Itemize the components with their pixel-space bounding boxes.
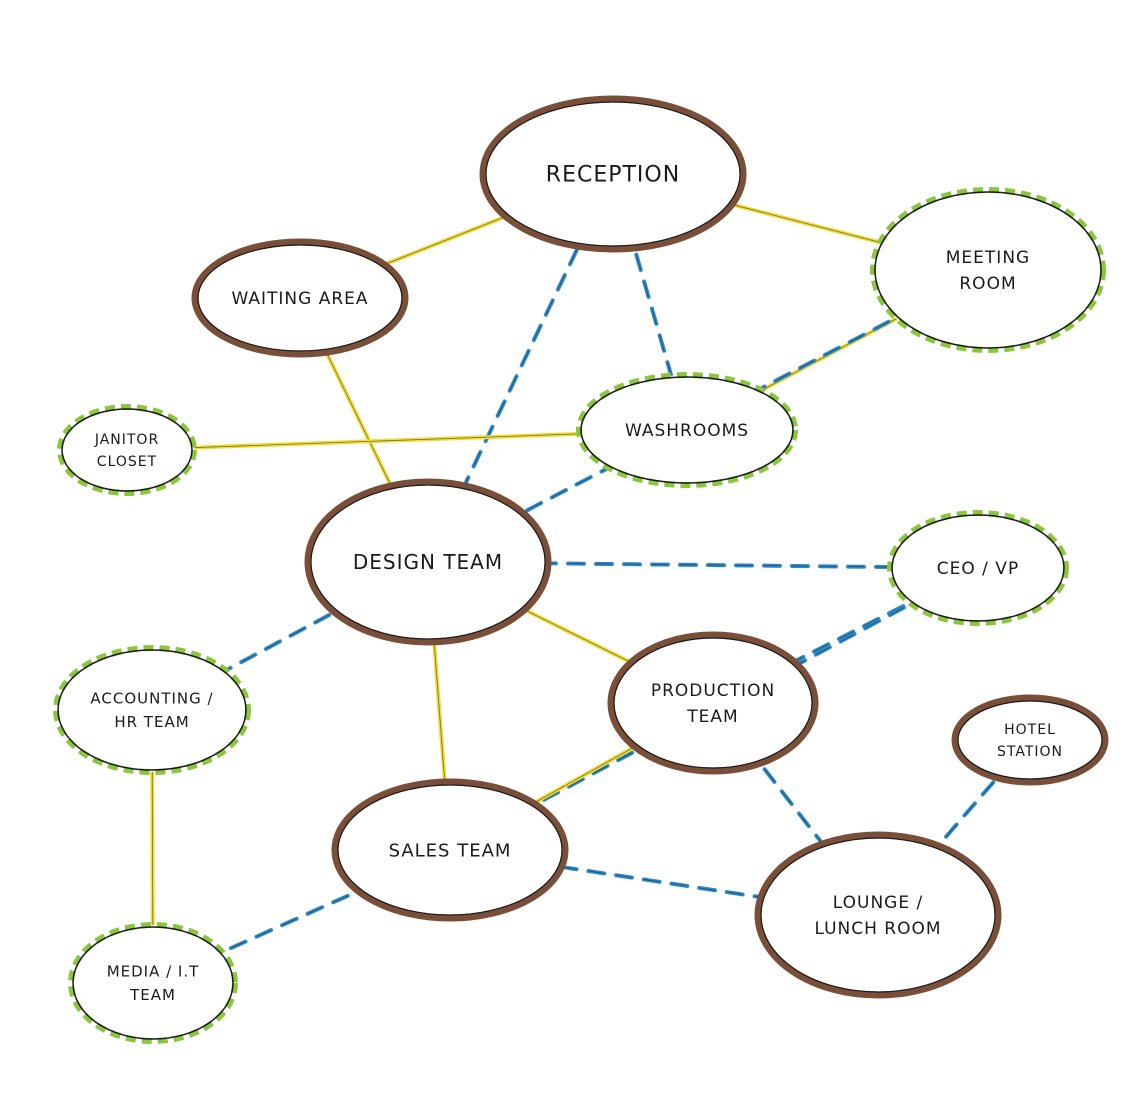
node-production[interactable]: PRODUCTION TEAM bbox=[607, 631, 819, 775]
node-lounge-outline bbox=[754, 831, 1002, 999]
node-washrooms-label-0: WASHROOMS bbox=[625, 421, 749, 441]
node-janitor-fill bbox=[60, 407, 194, 493]
node-lounge[interactable]: LOUNGE / LUNCH ROOM bbox=[754, 831, 1002, 999]
node-janitor[interactable]: JANITOR CLOSET bbox=[57, 404, 197, 496]
node-waiting-outline bbox=[191, 238, 409, 358]
node-meeting[interactable]: MEETING ROOM bbox=[870, 187, 1106, 353]
node-media[interactable]: MEDIA / I.T TEAM bbox=[68, 922, 238, 1044]
node-accounting-fill bbox=[56, 648, 248, 772]
node-design-ink bbox=[310, 484, 546, 640]
node-meeting-ink bbox=[874, 191, 1102, 349]
node-ceo-fill bbox=[890, 513, 1066, 623]
node-janitor-label-0: JANITOR bbox=[94, 432, 159, 448]
node-lounge-fill bbox=[758, 835, 998, 995]
node-washrooms-ink bbox=[580, 376, 794, 484]
node-reception-ink bbox=[485, 101, 741, 247]
node-ceo[interactable]: CEO / VP bbox=[887, 510, 1069, 626]
node-design[interactable]: DESIGN TEAM bbox=[304, 478, 552, 646]
node-media-ink bbox=[72, 926, 234, 1040]
node-waiting-label-0: WAITING AREA bbox=[231, 289, 368, 309]
link-core-ceo-production bbox=[712, 567, 979, 704]
node-accounting-label-0: ACCOUNTING / bbox=[90, 690, 213, 708]
node-hotel-fill bbox=[955, 698, 1105, 782]
node-sales-ink bbox=[337, 784, 563, 916]
node-washrooms-fill bbox=[579, 375, 795, 485]
node-janitor-label-1: CLOSET bbox=[97, 454, 157, 470]
node-design-outline bbox=[304, 478, 552, 646]
node-media-label-0: MEDIA / I.T bbox=[107, 963, 200, 981]
node-accounting-ink bbox=[57, 649, 247, 771]
node-media-label-1: TEAM bbox=[129, 986, 176, 1004]
node-janitor-outline bbox=[57, 404, 197, 496]
node-media-fill bbox=[71, 925, 235, 1041]
link-core-ceo-sales bbox=[449, 567, 979, 851]
node-meeting-outline bbox=[870, 187, 1106, 353]
node-sales-outline bbox=[331, 778, 569, 922]
node-ceo-outline bbox=[887, 510, 1069, 626]
node-reception-outline bbox=[479, 95, 747, 253]
node-waiting[interactable]: WAITING AREA bbox=[191, 238, 409, 358]
nodes-layer: RECEPTION WAITING AREA MEETING ROOM WASHROOM… bbox=[53, 95, 1109, 1044]
node-lounge-ink bbox=[760, 837, 996, 993]
node-production-ink bbox=[613, 637, 813, 769]
node-washrooms-outline bbox=[576, 372, 798, 488]
node-production-label-0: PRODUCTION bbox=[651, 681, 775, 701]
node-ceo-ink bbox=[891, 514, 1065, 622]
node-waiting-fill bbox=[195, 242, 405, 354]
node-waiting-ink bbox=[197, 244, 403, 352]
node-ceo-label-0: CEO / VP bbox=[937, 559, 1019, 579]
node-production-fill bbox=[611, 635, 815, 771]
node-production-label-1: TEAM bbox=[686, 707, 738, 727]
node-sales[interactable]: SALES TEAM bbox=[331, 778, 569, 922]
node-production-outline bbox=[607, 631, 819, 775]
node-sales-label-0: SALES TEAM bbox=[389, 840, 512, 861]
node-accounting-label-1: HR TEAM bbox=[114, 713, 189, 731]
node-reception[interactable]: RECEPTION bbox=[479, 95, 747, 253]
node-design-fill bbox=[308, 482, 548, 642]
node-washrooms[interactable]: WASHROOMS bbox=[576, 372, 798, 488]
node-design-label-0: DESIGN TEAM bbox=[353, 550, 503, 574]
node-reception-label-0: RECEPTION bbox=[546, 163, 680, 188]
node-hotel-label-0: HOTEL bbox=[1004, 722, 1056, 738]
node-hotel-ink bbox=[957, 700, 1103, 780]
node-lounge-label-1: LUNCH ROOM bbox=[814, 919, 941, 939]
node-reception-fill bbox=[483, 99, 743, 249]
node-hotel-outline bbox=[951, 694, 1109, 786]
node-janitor-ink bbox=[61, 408, 193, 492]
node-meeting-label-1: ROOM bbox=[959, 274, 1016, 294]
node-lounge-label-0: LOUNGE / bbox=[833, 893, 923, 913]
node-sales-fill bbox=[335, 782, 565, 918]
node-media-outline bbox=[68, 922, 238, 1044]
node-accounting-outline bbox=[53, 645, 251, 775]
node-meeting-label-0: MEETING bbox=[946, 248, 1030, 268]
node-accounting[interactable]: ACCOUNTING / HR TEAM bbox=[53, 645, 251, 775]
node-hotel[interactable]: HOTEL STATION bbox=[951, 694, 1109, 786]
node-hotel-label-1: STATION bbox=[997, 744, 1063, 760]
node-meeting-fill bbox=[873, 190, 1103, 350]
